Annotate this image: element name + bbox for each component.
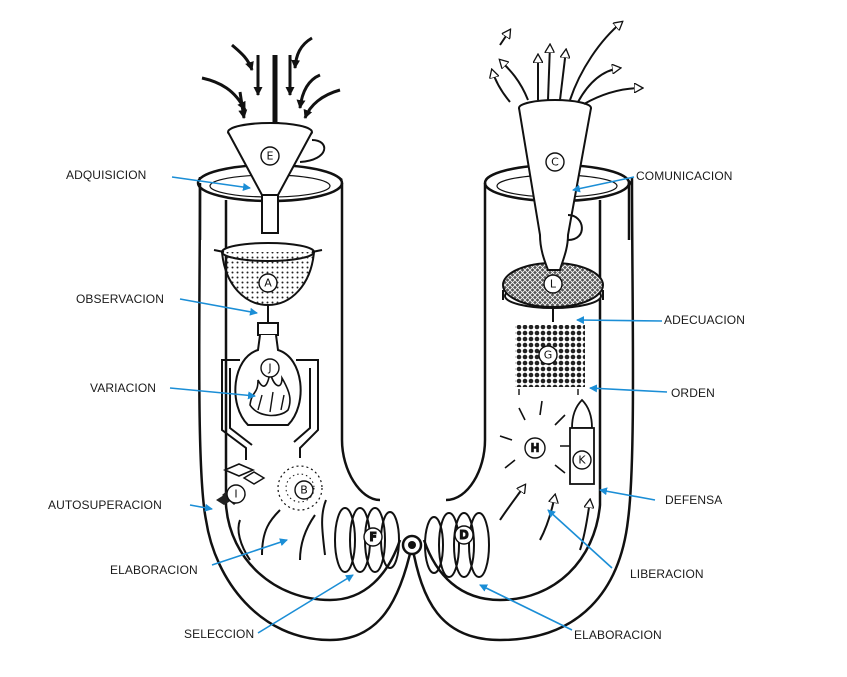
cloud-b: B [277,465,323,511]
component-j-letter: J [267,362,271,375]
arrow-observacion [179,298,258,316]
spark-h: H [499,400,572,474]
component-b-letter: B [300,484,308,497]
coil-d: D [424,512,490,578]
component-l-letter: L [550,278,557,291]
arrow-seleccion [257,574,354,634]
arrow-adecuacion [576,316,663,325]
label-variacion: VARIACION [90,381,157,395]
callout-arrows [169,176,668,634]
component-k-letter: K [578,454,586,467]
component-f-letter: F [370,531,376,544]
component-i-letter: I [234,488,237,501]
component-h-letter: H [531,442,539,455]
label-observacion: OBSERVACION [76,292,165,306]
arrow-adquisicion [171,176,251,191]
arrow-variacion [169,387,256,400]
arrow-comunicacion [572,176,635,193]
arrow-liberacion [547,509,613,569]
component-d-letter: D [460,529,468,542]
arrow-elaboracion-right [479,584,573,631]
arrow-orden [589,384,668,393]
outgoing-arrows [492,22,642,105]
grid-g: G [515,325,585,395]
label-elaboracion-left: ELABORACION [110,563,198,577]
label-seleccion: SELECCION [184,627,255,641]
label-defensa: DEFENSA [665,493,723,507]
funnel-e: E [227,122,326,234]
mesh-l: L [502,262,604,322]
incoming-arrows [201,36,341,131]
cartridge-k: K [569,398,595,485]
coil-f: F [334,507,400,573]
cone-c: C [518,99,592,271]
label-adecuacion: ADECUACION [664,313,746,327]
label-autosuperacion: AUTOSUPERACION [48,498,162,512]
label-elaboracion-right: ELABORACION [574,628,662,642]
sprouts [237,499,327,561]
label-liberacion: LIBERACION [630,567,704,581]
blocks-i: I [216,463,266,505]
flask-j: J [221,322,319,460]
sieve-a: A [213,242,323,322]
label-comunicacion: COMUNICACION [636,169,733,183]
label-orden: ORDEN [671,386,715,400]
label-adquisicion: ADQUISICION [66,168,147,182]
component-g-letter: G [544,349,553,362]
arrow-elaboracion-left [211,538,288,566]
component-e-letter: E [267,150,274,163]
component-a-letter: A [264,277,272,290]
component-c-letter: C [551,156,559,169]
liberation-arrows [499,485,590,551]
arrow-autosuperacion [189,503,213,512]
arrow-defensa [599,487,656,501]
